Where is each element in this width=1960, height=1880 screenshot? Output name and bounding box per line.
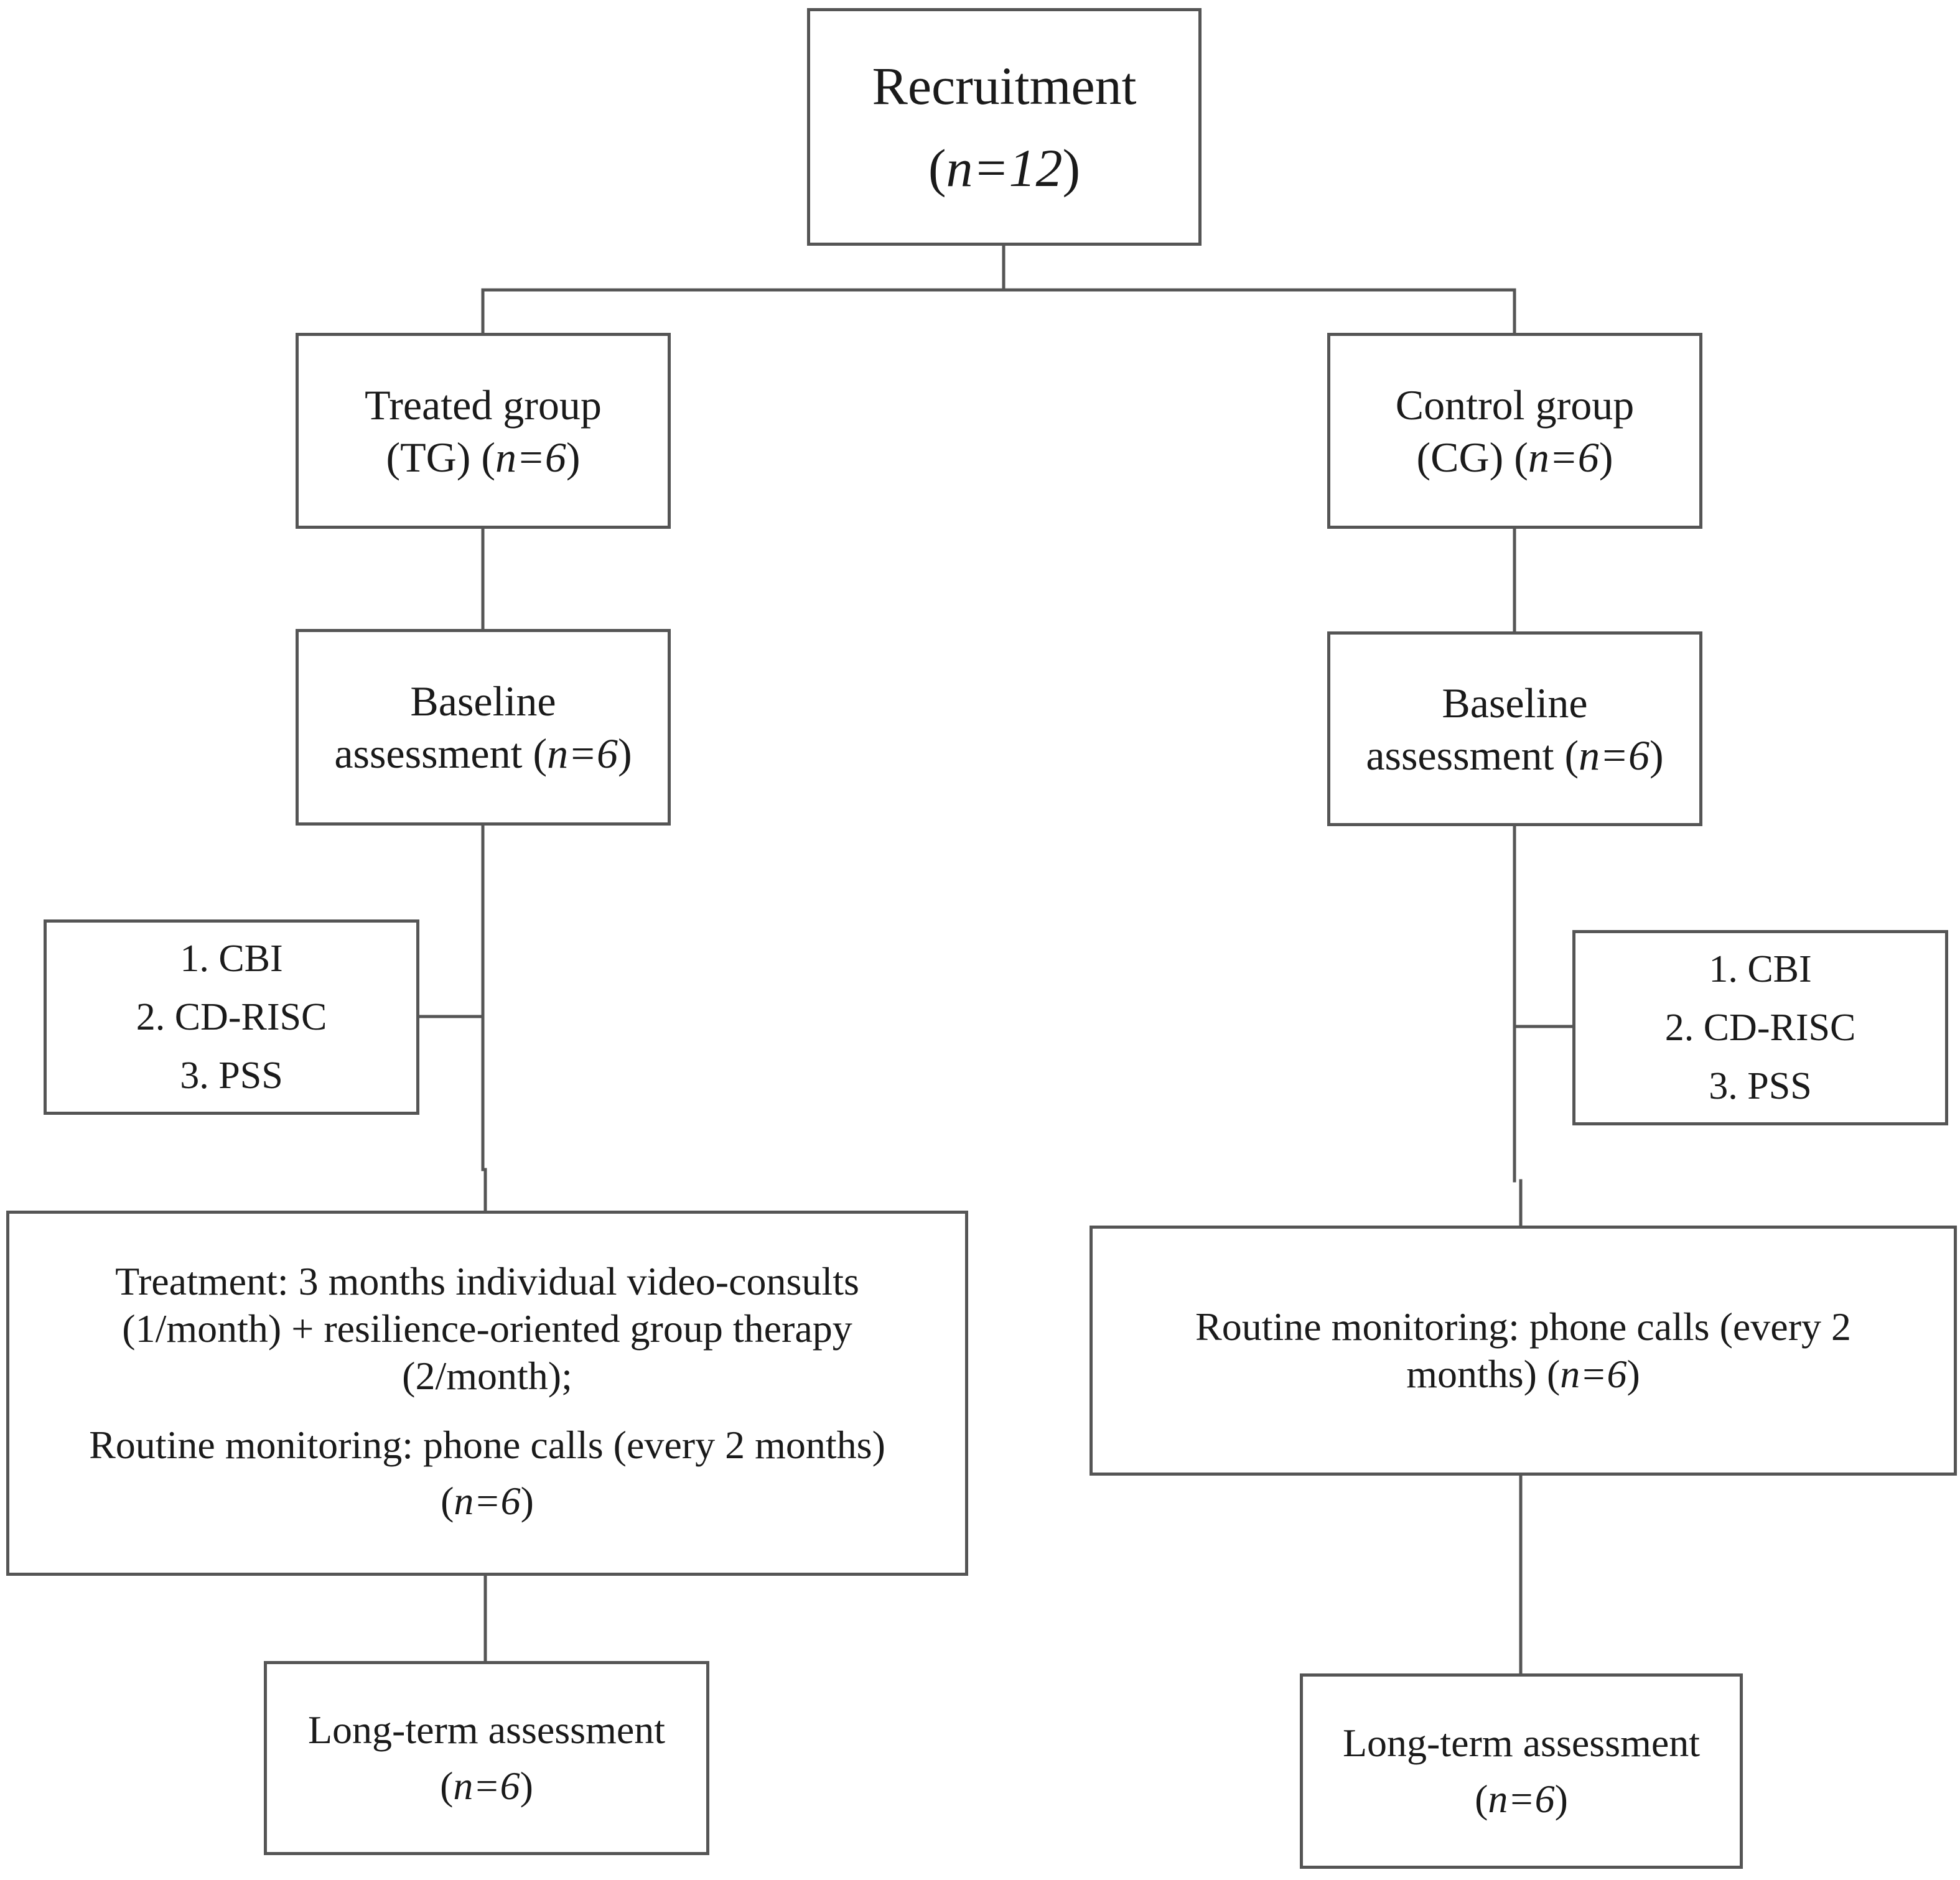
tg-longterm-title: Long-term assessment xyxy=(307,1708,666,1752)
recruitment-title: Recruitment xyxy=(872,56,1137,116)
treated-group-title: Treated group xyxy=(365,381,602,429)
tg-longterm-box: Long-term assessment (n=6) xyxy=(264,1661,709,1855)
recruitment-count: (n=12) xyxy=(928,127,1080,209)
treated-group-count-value: n=6 xyxy=(495,433,566,481)
cg-monitoring-line-2: months) ( xyxy=(1406,1352,1561,1396)
tg-treatment-line-2: (1/month) + resilience-oriented group th… xyxy=(122,1306,852,1351)
cg-longterm-count-close: ) xyxy=(1554,1777,1568,1821)
recruitment-box: Recruitment (n=12) xyxy=(807,8,1202,246)
tg-treatment-box: Treatment: 3 months individual video-con… xyxy=(6,1211,968,1576)
cg-longterm-count-open: ( xyxy=(1475,1777,1488,1821)
cg-monitoring-count: months) (n=6) xyxy=(1406,1351,1640,1398)
cg-measures-box: 1. CBI 2. CD-RISC 3. PSS xyxy=(1572,930,1948,1125)
control-group-box: Control group (CG) (n=6) xyxy=(1327,333,1702,529)
cg-longterm-box: Long-term assessment (n=6) xyxy=(1300,1673,1743,1869)
cg-measure-cbi: 1. CBI xyxy=(1709,948,1812,990)
cg-monitoring-count-close: ) xyxy=(1626,1352,1640,1396)
cg-baseline-count-close: ) xyxy=(1650,731,1664,779)
tg-measure-pss: 3. PSS xyxy=(180,1054,283,1097)
recruitment-count-close: ) xyxy=(1062,138,1081,198)
tg-treatment-line-3: (2/month); xyxy=(402,1353,572,1398)
control-group-count: (CG) (n=6) xyxy=(1417,431,1613,483)
cg-baseline-title: Baseline xyxy=(1442,679,1588,727)
tg-measure-cd-risc: 2. CD-RISC xyxy=(136,996,327,1038)
tg-treatment-count: (n=6) xyxy=(441,1473,534,1529)
tg-treatment-count-close: ) xyxy=(520,1478,534,1523)
control-group-abbrev: (CG) ( xyxy=(1416,433,1528,481)
treated-group-box: Treated group (TG) (n=6) xyxy=(296,333,671,529)
tg-longterm-count-value: n=6 xyxy=(453,1764,520,1808)
cg-monitoring-line-1: Routine monitoring: phone calls (every 2 xyxy=(1195,1305,1851,1349)
cg-measure-pss: 3. PSS xyxy=(1709,1065,1812,1107)
treated-group-count-close: ) xyxy=(566,433,581,481)
tg-measures-box: 1. CBI 2. CD-RISC 3. PSS xyxy=(44,919,419,1115)
cg-monitoring-box: Routine monitoring: phone calls (every 2… xyxy=(1090,1226,1957,1476)
tg-treatment-count-open: ( xyxy=(441,1478,454,1523)
tg-baseline-count: assessment (n=6) xyxy=(334,727,632,779)
cg-measure-cd-risc: 2. CD-RISC xyxy=(1664,1007,1856,1049)
control-group-count-value: n=6 xyxy=(1528,433,1599,481)
tg-baseline-count-close: ) xyxy=(618,730,632,777)
tg-treatment-monitoring: Routine monitoring: phone calls (every 2… xyxy=(89,1422,885,1467)
treated-group-count: (TG) (n=6) xyxy=(386,431,580,483)
tg-baseline-count-value: n=6 xyxy=(547,730,618,777)
cg-longterm-count-value: n=6 xyxy=(1488,1777,1555,1821)
cg-baseline-count-value: n=6 xyxy=(1579,731,1650,779)
cg-baseline-label: assessment ( xyxy=(1366,731,1579,779)
control-group-title: Control group xyxy=(1395,381,1635,429)
recruitment-count-value: n=12 xyxy=(946,138,1063,198)
cg-longterm-count: (n=6) xyxy=(1475,1771,1568,1827)
tg-treatment-count-value: n=6 xyxy=(454,1478,521,1523)
tg-longterm-count-open: ( xyxy=(440,1764,454,1808)
tg-baseline-label: assessment ( xyxy=(334,730,548,777)
tg-baseline-title: Baseline xyxy=(410,677,556,725)
tg-treatment-line-1: Treatment: 3 months individual video-con… xyxy=(115,1259,859,1303)
tg-measure-cbi: 1. CBI xyxy=(180,938,283,980)
cg-baseline-count: assessment (n=6) xyxy=(1366,729,1663,781)
recruitment-count-open: ( xyxy=(928,138,946,198)
tg-longterm-count: (n=6) xyxy=(440,1758,533,1814)
cg-baseline-box: Baseline assessment (n=6) xyxy=(1327,631,1702,826)
tg-baseline-box: Baseline assessment (n=6) xyxy=(296,629,671,826)
control-group-count-close: ) xyxy=(1598,433,1613,481)
cg-longterm-title: Long-term assessment xyxy=(1342,1721,1701,1765)
treated-group-abbrev: (TG) ( xyxy=(386,433,496,481)
tg-longterm-count-close: ) xyxy=(520,1764,533,1808)
cg-monitoring-count-value: n=6 xyxy=(1560,1352,1627,1396)
